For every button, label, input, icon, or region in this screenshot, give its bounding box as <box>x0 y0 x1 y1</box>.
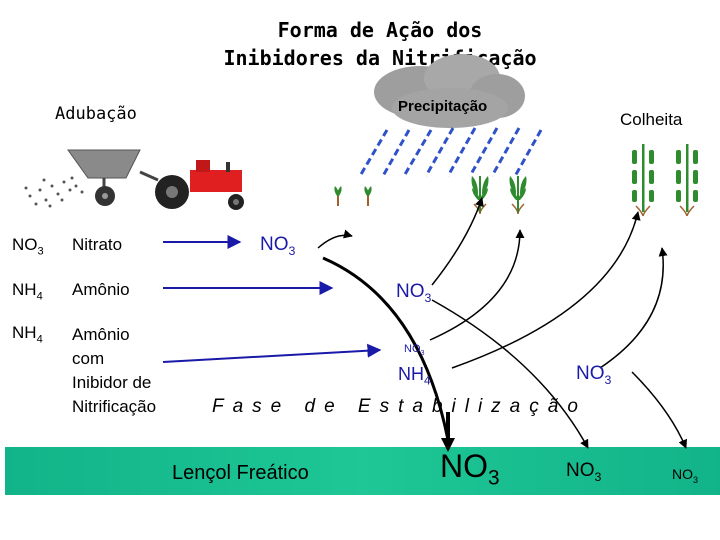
tractor-icon <box>67 149 244 210</box>
cloud-icon <box>374 54 525 128</box>
blue-arrows <box>162 235 382 363</box>
diagram-title: Forma de Ação dos Inibidores da Nitrific… <box>0 16 720 72</box>
flow-label-no3-2: NO3 <box>396 281 432 305</box>
flow-label-no3-3: NO3 <box>576 363 612 387</box>
groundwater-band <box>5 447 720 495</box>
ammonium-symbol: NH4 <box>12 280 43 303</box>
precipitation-label: Precipitação <box>398 98 488 115</box>
harvest-label: Colheita <box>620 110 683 129</box>
fertilization-label: Adubação <box>55 104 137 124</box>
flow-label-nh4: NH4 <box>398 364 431 388</box>
young-plant-icon <box>471 176 527 215</box>
mature-plant-icon <box>632 144 698 217</box>
stabilization-phase-label: Fase de Estabilização <box>212 396 587 417</box>
fertilizer-particles <box>24 176 84 208</box>
title-line-1: Forma de Ação dos <box>277 18 483 42</box>
groundwater-label: Lençol Freático <box>172 462 309 484</box>
groundwater-no3-medium: NO3 <box>566 460 602 484</box>
flow-arrows <box>317 197 688 449</box>
nitrate-symbol: NO3 <box>12 235 44 258</box>
groundwater-no3-large: NO3 <box>440 448 500 490</box>
ammonium-name: Amônio <box>72 280 130 299</box>
nitrate-name: Nitrato <box>72 235 123 254</box>
ammonium-inhibitor-arrow <box>162 343 382 363</box>
ammonium-inhibitor-name: Amônio com Inibidor de Nitrificação <box>72 325 157 416</box>
flow-label-no3-small: NO3 <box>404 343 425 358</box>
flow-label-no3-1: NO3 <box>260 234 296 258</box>
leaching-arrow <box>441 412 455 452</box>
rain-icon <box>358 127 543 179</box>
groundwater-no3-small: NO3 <box>672 466 699 485</box>
seedling-icon <box>334 186 372 206</box>
ammonium-inhibitor-symbol: NH4 <box>12 323 43 346</box>
